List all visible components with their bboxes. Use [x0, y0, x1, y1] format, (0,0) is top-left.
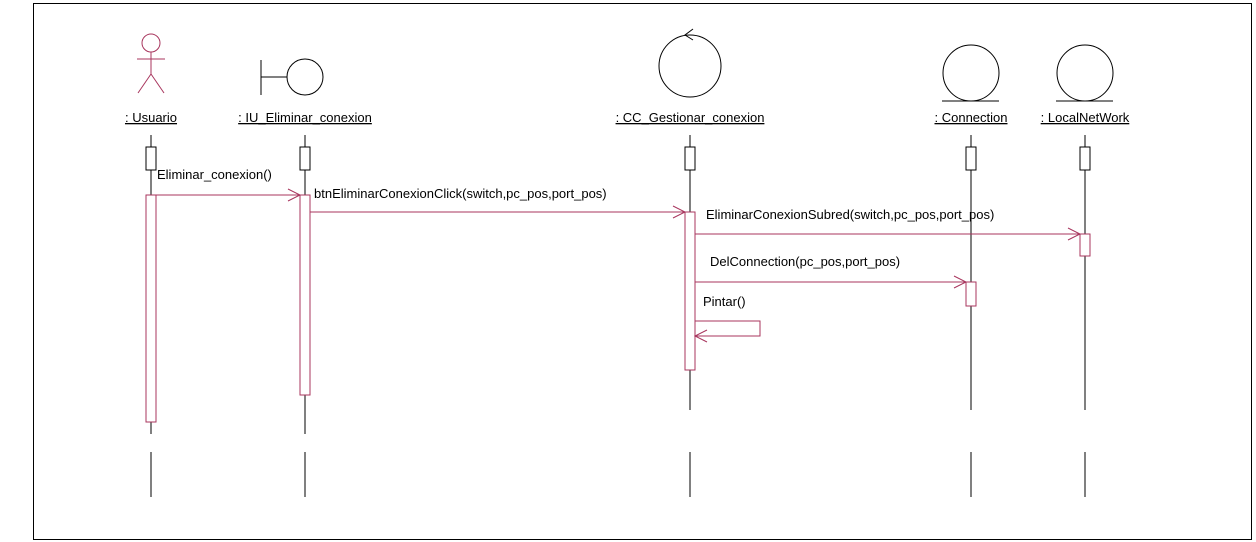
- message-label: EliminarConexionSubred(switch,pc_pos,por…: [706, 207, 994, 222]
- actor-icon: [137, 33, 165, 94]
- participant-label: : Connection: [935, 110, 1008, 125]
- participant-label: : IU_Eliminar_conexion: [238, 110, 372, 125]
- lifeline-boxes: [145, 146, 1091, 171]
- message-label: DelConnection(pc_pos,port_pos): [710, 254, 900, 269]
- message-label: Eliminar_conexion(): [157, 167, 272, 182]
- boundary-icon: [260, 58, 324, 96]
- participant-label: : Usuario: [125, 110, 177, 125]
- lifelines: [150, 135, 1086, 497]
- message-arrows: [156, 188, 1082, 343]
- entity-icon: [1056, 44, 1114, 102]
- message-label: btnEliminarConexionClick(switch,pc_pos,p…: [314, 186, 607, 201]
- participant-label: : CC_Gestionar_conexion: [616, 110, 765, 125]
- activation-bars: [145, 194, 1091, 423]
- control-icon: [658, 28, 722, 98]
- message-label: Pintar(): [703, 294, 746, 309]
- participant-label: : LocalNetWork: [1041, 110, 1130, 125]
- diagram-frame: [33, 3, 1252, 540]
- entity-icon: [942, 44, 1000, 102]
